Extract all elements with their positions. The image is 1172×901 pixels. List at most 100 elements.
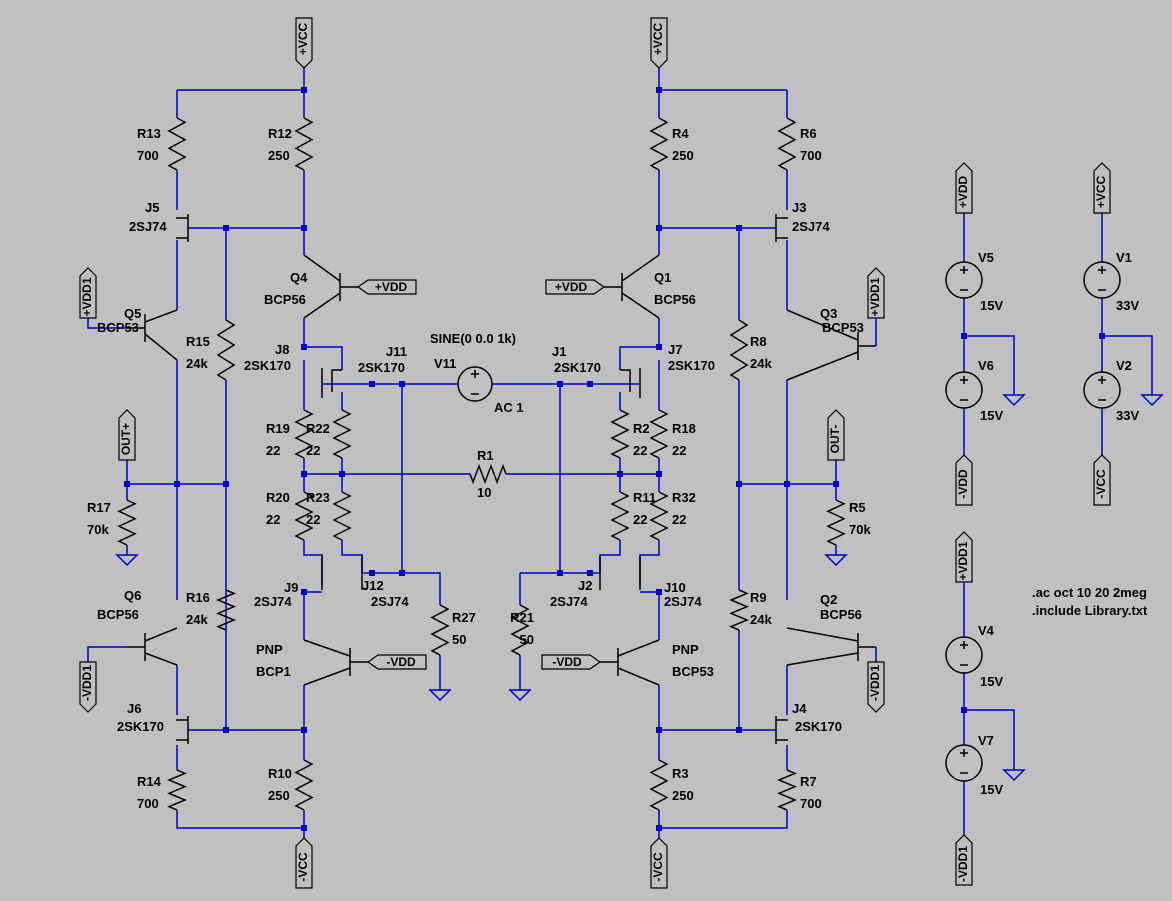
ground-symbol (508, 680, 532, 702)
label-pnp-right-name: PNP (672, 642, 699, 657)
label-v5-value: 15V (980, 298, 1003, 313)
resistor-name-r7: R7 (800, 774, 817, 789)
resistor-r5 (826, 499, 846, 546)
bjt-symbol (127, 309, 178, 361)
net-flag-vdd-neg-left-label: -VDD (386, 655, 416, 669)
voltage-source (1083, 371, 1121, 409)
wire (1102, 335, 1153, 385)
resistor-name-r14: R14 (137, 774, 162, 789)
label-r1-value: 10 (477, 485, 491, 500)
wire (87, 646, 127, 662)
label-v6-name: V6 (978, 358, 994, 373)
polarity-marks (1098, 376, 1106, 401)
resistor-r12 (294, 117, 314, 171)
label-q5-name: Q5 (124, 306, 141, 321)
label-pnp-left-name: PNP (256, 642, 283, 657)
label-q1-value: BCP56 (654, 292, 696, 307)
resistor-value-r21: 50 (520, 632, 534, 647)
label-v5-name: V5 (978, 250, 994, 265)
resistor-name-r5: R5 (849, 500, 866, 515)
net-flag-vcc-pos-left (295, 17, 313, 69)
wire (659, 810, 788, 829)
label-j8-value: 2SK170 (244, 358, 291, 373)
resistor-value-r20: 22 (266, 512, 280, 527)
resistor-r32 (649, 491, 669, 541)
bjt-symbol (786, 309, 876, 381)
label-j3-value: 2SJ74 (792, 219, 830, 234)
label-v4-value: 15V (980, 674, 1003, 689)
resistor-name-r2: R2 (633, 421, 650, 436)
bjt-symbol (600, 639, 660, 686)
label-v4-name: V4 (978, 623, 995, 638)
junction (656, 825, 662, 831)
label-v7-name: V7 (978, 733, 994, 748)
resistor-value-r12: 250 (268, 148, 290, 163)
label-v6-value: 15V (980, 408, 1003, 423)
label-q4-name: Q4 (290, 270, 308, 285)
ground-symbol (824, 545, 848, 567)
label-v11-name: V11 (434, 356, 456, 371)
net-flag-vcc-pos-right (650, 17, 668, 69)
resistor-name-r15: R15 (186, 334, 210, 349)
resistor-value-r18: 22 (672, 443, 686, 458)
resistor-value-r13: 700 (137, 148, 159, 163)
jfet-drain-source (776, 217, 788, 239)
jfet-symbol-j8 (321, 368, 342, 398)
net-flag-out-pos-label: OUT+ (119, 423, 133, 455)
resistor-value-r15: 24k (186, 356, 208, 371)
label-j7-name: J7 (668, 342, 682, 357)
voltage-source (945, 744, 983, 782)
resistor-name-r22: R22 (306, 421, 330, 436)
polarity-marks (960, 641, 968, 666)
net-flag-vdd1-supply (955, 531, 973, 583)
wire (176, 810, 304, 829)
label-j11-value: 2SK170 (358, 360, 405, 375)
label-j6-value: 2SK170 (117, 719, 164, 734)
net-flag-vcc-neg-right (650, 837, 668, 889)
junction (301, 87, 307, 93)
net-flag-out-pos (118, 409, 136, 461)
label-j10-name: J10 (664, 580, 686, 595)
polarity-marks (1098, 266, 1106, 291)
resistor-name-r8: R8 (750, 334, 767, 349)
ground-symbol (1002, 385, 1026, 407)
label-q6-value: BCP56 (97, 607, 139, 622)
net-flag-vcc-supply-label: +VCC (1094, 175, 1108, 208)
resistor-r19 (294, 409, 314, 459)
resistor-name-r13: R13 (137, 126, 161, 141)
wires (87, 68, 1153, 838)
resistor-name-r32: R32 (672, 490, 696, 505)
junction (736, 481, 742, 487)
label-j9-value: 2SJ74 (254, 594, 292, 609)
voltage-source (1083, 261, 1121, 299)
resistor-name-r17: R17 (87, 500, 111, 515)
label-v1-name: V1 (1116, 250, 1132, 265)
resistor-value-r32: 22 (672, 512, 686, 527)
resistor-r2 (610, 409, 630, 459)
resistor-name-r6: R6 (800, 126, 817, 141)
net-flag-vcc-neg-left-label: -VCC (296, 852, 310, 882)
net-flag-vcc-neg-supply (1093, 454, 1111, 506)
label-j8-name: J8 (275, 342, 289, 357)
wire (964, 709, 1015, 760)
junction (174, 481, 180, 487)
resistor-value-r19: 22 (266, 443, 280, 458)
net-flag-vdd-q4-label: +VDD (375, 280, 408, 294)
resistor-name-r18: R18 (672, 421, 696, 436)
label-j5-name: J5 (145, 200, 159, 215)
resistor-value-r10: 250 (268, 788, 290, 803)
jfet-symbol-j9-j12 (321, 556, 363, 590)
resistor-r4 (649, 117, 669, 171)
resistor-name-r16: R16 (186, 590, 210, 605)
resistor-r11 (610, 491, 630, 541)
label-j1-name: J1 (552, 344, 566, 359)
label-q3-value: BCP53 (822, 320, 864, 335)
resistor-value-r8: 24k (750, 356, 772, 371)
net-flag-vdd1-neg-left (79, 661, 97, 713)
net-flag-vdd1-neg-supply (955, 834, 973, 886)
jfet-drain-source (176, 719, 188, 741)
resistor-r22 (332, 409, 352, 459)
net-flag-vdd1-pos-left (79, 267, 97, 319)
resistor-r8 (729, 319, 749, 381)
